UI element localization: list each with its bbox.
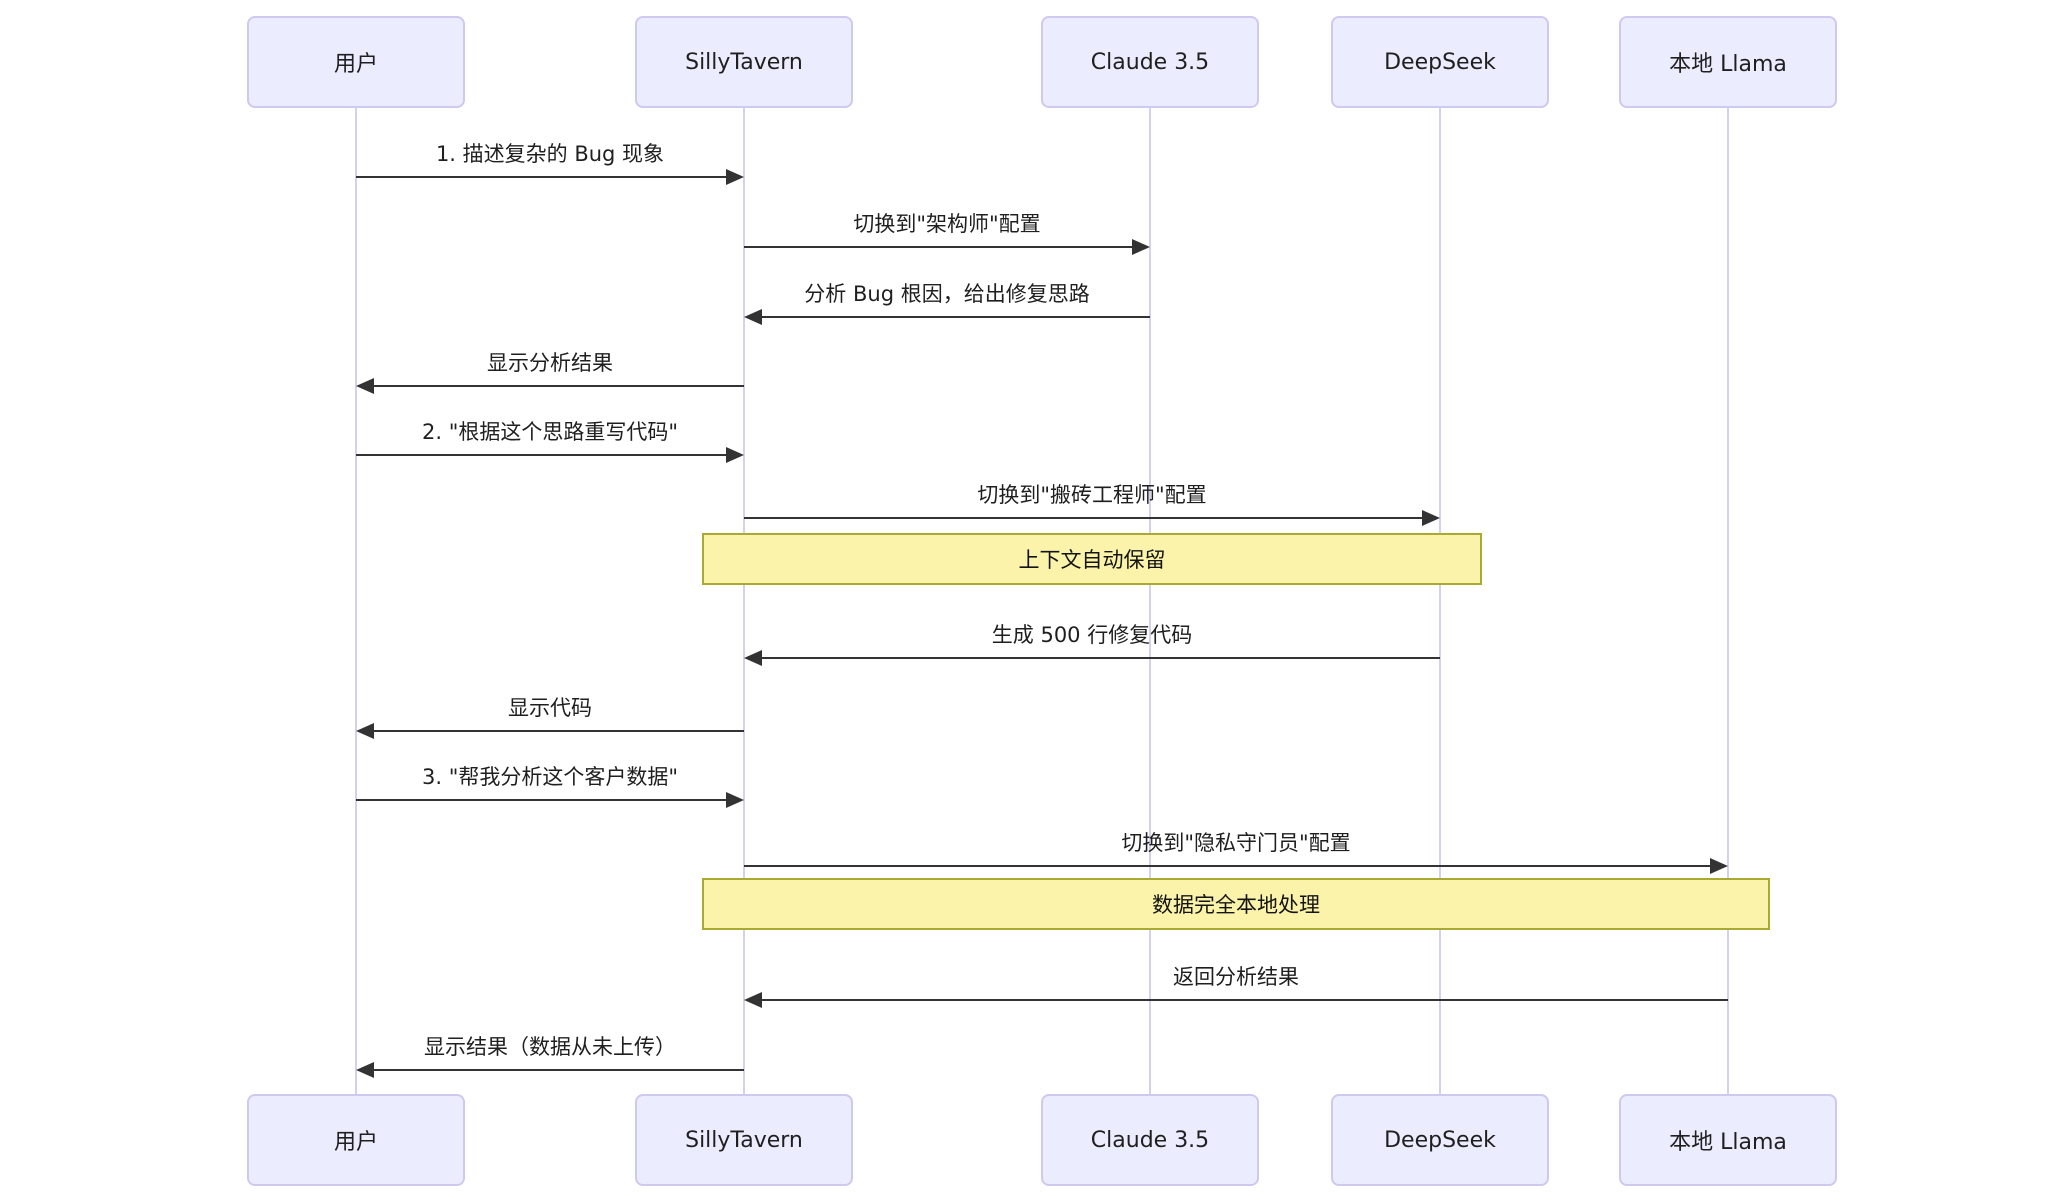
message-arrowhead-icon — [1710, 858, 1728, 874]
message-arrow — [748, 999, 1728, 1001]
message-arrow — [744, 865, 1724, 867]
message-label: 切换到"架构师"配置 — [853, 212, 1041, 236]
message-arrow — [360, 1069, 744, 1071]
actor-label-sillytavern-bottom: SillyTavern — [685, 1127, 803, 1153]
lifeline-claude — [1149, 108, 1151, 1094]
actor-label-llama-bottom: 本地 Llama — [1669, 1130, 1787, 1155]
message-arrowhead-icon — [744, 309, 762, 325]
note-box: 上下文自动保留 — [702, 533, 1482, 585]
message-arrowhead-icon — [726, 447, 744, 463]
actor-box-sillytavern-bottom: SillyTavern — [635, 1094, 853, 1186]
actor-label-user-bottom: 用户 — [333, 1130, 378, 1155]
message-label: 切换到"搬砖工程师"配置 — [977, 483, 1207, 507]
lifeline-llama — [1727, 108, 1729, 1094]
note-box: 数据完全本地处理 — [702, 878, 1770, 930]
message-arrowhead-icon — [726, 792, 744, 808]
message-label: 返回分析结果 — [1173, 965, 1299, 989]
message-arrow — [744, 246, 1146, 248]
message-arrowhead-icon — [356, 723, 374, 739]
message-arrow — [744, 517, 1436, 519]
message-arrow — [360, 730, 744, 732]
message-arrowhead-icon — [1422, 510, 1440, 526]
message-arrowhead-icon — [726, 169, 744, 185]
message-label: 显示结果（数据从未上传） — [424, 1035, 676, 1059]
message-label: 显示代码 — [508, 696, 592, 720]
message-arrowhead-icon — [744, 992, 762, 1008]
actor-box-sillytavern-top: SillyTavern — [635, 16, 853, 108]
actor-box-user-top: 用户 — [247, 16, 465, 108]
message-arrowhead-icon — [356, 1062, 374, 1078]
message-label: 切换到"隐私守门员"配置 — [1121, 831, 1351, 855]
note-label: 数据完全本地处理 — [1152, 893, 1320, 917]
message-arrow — [356, 799, 740, 801]
actor-box-claude-bottom: Claude 3.5 — [1041, 1094, 1259, 1186]
actor-label-deepseek-top: DeepSeek — [1384, 49, 1496, 75]
message-arrowhead-icon — [356, 378, 374, 394]
message-label: 1. 描述复杂的 Bug 现象 — [435, 142, 665, 166]
message-arrow — [356, 176, 740, 178]
lifeline-sillytavern — [743, 108, 745, 1094]
message-arrowhead-icon — [1132, 239, 1150, 255]
lifeline-user — [355, 108, 357, 1094]
message-arrow — [356, 454, 740, 456]
message-arrow — [748, 316, 1150, 318]
actor-label-llama-top: 本地 Llama — [1669, 52, 1787, 77]
message-arrow — [360, 385, 744, 387]
actor-label-deepseek-bottom: DeepSeek — [1384, 1127, 1496, 1153]
actor-label-claude-bottom: Claude 3.5 — [1090, 1127, 1210, 1153]
message-arrow — [748, 657, 1440, 659]
note-label: 上下文自动保留 — [1018, 548, 1166, 572]
message-label: 显示分析结果 — [487, 351, 613, 375]
actor-box-llama-top: 本地 Llama — [1619, 16, 1837, 108]
actor-label-user-top: 用户 — [333, 52, 378, 77]
actor-box-user-bottom: 用户 — [247, 1094, 465, 1186]
message-label: 2. "根据这个思路重写代码" — [421, 420, 679, 444]
message-label: 生成 500 行修复代码 — [991, 623, 1193, 647]
actor-box-claude-top: Claude 3.5 — [1041, 16, 1259, 108]
actor-box-llama-bottom: 本地 Llama — [1619, 1094, 1837, 1186]
message-label: 分析 Bug 根因，给出修复思路 — [804, 282, 1090, 306]
message-arrowhead-icon — [744, 650, 762, 666]
actor-label-claude-top: Claude 3.5 — [1090, 49, 1210, 75]
actor-box-deepseek-bottom: DeepSeek — [1331, 1094, 1549, 1186]
message-label: 3. "帮我分析这个客户数据" — [421, 765, 679, 789]
actor-box-deepseek-top: DeepSeek — [1331, 16, 1549, 108]
lifeline-deepseek — [1439, 108, 1441, 1094]
actor-label-sillytavern-top: SillyTavern — [685, 49, 803, 75]
